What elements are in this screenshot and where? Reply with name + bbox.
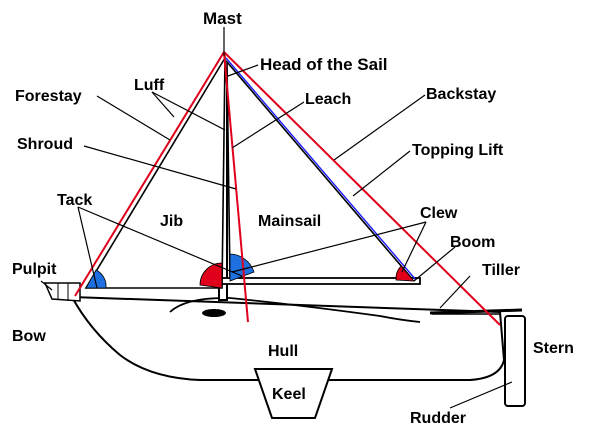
clew-jib-patch — [199, 262, 223, 289]
shroud-wire — [223, 51, 249, 323]
leader-luff-b — [151, 91, 226, 131]
label-keel: Keel — [272, 386, 306, 403]
label-boom: Boom — [450, 234, 495, 251]
label-clew: Clew — [420, 205, 458, 222]
clew-main-patch — [395, 265, 415, 282]
label-stern: Stern — [533, 340, 574, 357]
label-topping-lift: Topping Lift — [412, 142, 504, 159]
jib-sail — [84, 55, 226, 289]
leader-backstay — [333, 94, 426, 161]
label-backstay: Backstay — [426, 86, 496, 103]
leader-topping-lift — [352, 150, 411, 197]
label-pulpit: Pulpit — [12, 261, 57, 278]
leader-tiller — [439, 275, 471, 309]
cabin-outline — [169, 297, 421, 323]
leader-luff-a — [151, 91, 175, 118]
label-mainsail: Mainsail — [258, 213, 321, 230]
tack-main-patch — [229, 253, 255, 282]
leader-head — [227, 64, 259, 77]
label-jib: Jib — [160, 213, 183, 230]
leader-rudder — [449, 381, 513, 409]
leader-leach — [231, 101, 305, 149]
label-luff: Luff — [134, 77, 165, 94]
tiller-bar — [429, 308, 523, 315]
leader-shroud — [83, 145, 237, 190]
label-tack: Tack — [57, 192, 92, 209]
label-mast: Mast — [203, 9, 242, 28]
pulpit-rail — [43, 282, 81, 302]
topping-lift-wire — [225, 57, 417, 281]
leader-tack-b — [77, 206, 243, 277]
tack-jib-patch — [85, 269, 107, 289]
leader-pulpit — [40, 280, 53, 291]
hull-shape — [70, 295, 506, 381]
rudder-shape — [504, 315, 526, 407]
label-head-of-sail: Head of the Sail — [260, 55, 388, 74]
label-bow: Bow — [12, 328, 46, 345]
label-leach: Leach — [305, 91, 351, 108]
leader-lines — [40, 27, 513, 409]
label-rudder: Rudder — [410, 410, 466, 427]
leader-clew-a — [401, 221, 427, 273]
keel-shape — [253, 368, 334, 419]
label-forestay: Forestay — [15, 88, 82, 105]
label-shroud: Shroud — [17, 136, 73, 153]
leader-forestay — [96, 95, 171, 141]
label-hull: Hull — [268, 343, 298, 360]
leader-clew-b — [231, 221, 427, 273]
leader-tack-a — [77, 206, 98, 289]
leader-boom — [413, 246, 456, 282]
label-tiller: Tiller — [482, 262, 520, 279]
forestay-wire — [74, 51, 225, 297]
porthole — [202, 309, 226, 317]
boom-spar — [221, 277, 421, 285]
